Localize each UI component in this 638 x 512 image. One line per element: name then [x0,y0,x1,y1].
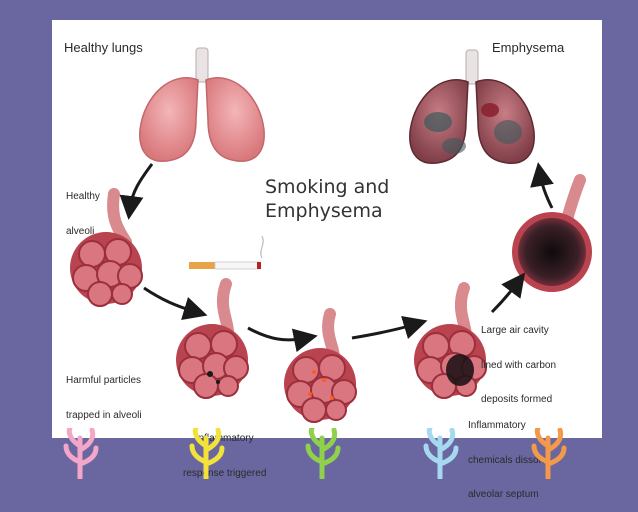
damaged-alveoli-icon [413,323,487,399]
label-air-cavity: Large air cavity lined with carbon depos… [481,302,556,417]
footer-decoration [63,428,567,479]
healthy-lungs-icon [139,47,265,162]
diagram-svg [69,47,592,423]
label-healthy-alveoli: Healthy alveoli [66,168,100,249]
emphysema-lungs-icon [409,49,535,164]
cigarette-icon [189,235,264,270]
plant-icon [423,428,459,479]
inflamed-alveoli-icon [283,347,357,423]
arrow-icon [351,315,428,340]
plant-icon [305,428,341,479]
particles-alveoli-icon [175,323,249,399]
plant-icon [63,428,99,479]
arrow-icon [143,286,208,321]
label-healthy-alveoli-line1: Healthy [66,191,100,202]
label-emphysema: Emphysema [492,40,565,55]
plant-icon [531,428,567,479]
arrow-icon [119,163,154,220]
label-healthy-alveoli-line2: alveoli [66,225,95,237]
label-harmful-line2: trapped in alveoli [66,409,142,421]
label-healthy-lungs: Healthy lungs [64,40,143,55]
label-cavity-line3: deposits formed [481,394,553,405]
label-cavity-line2: lined with carbon [481,359,557,371]
label-cavity-line1: Large air cavity [481,325,549,336]
air-cavity-icon [512,212,592,292]
arrow-icon [247,326,318,353]
label-chemicals-line2: chemicals dissolve [468,454,552,466]
label-inflammatory-line1: Inflammatory [195,433,254,444]
arrow-icon [490,272,526,314]
label-harmful-line1: Harmful particles [66,375,142,386]
label-chemicals-line3: alveolar septum [468,489,539,500]
diagram-title: Smoking and Emphysema [265,176,389,224]
title-line-1: Smoking and [265,176,390,198]
arrow-icon [530,162,554,209]
plant-icon [189,428,225,479]
label-harmful-particles: Harmful particles trapped in alveoli [66,352,142,433]
label-chemicals-line1: Inflammatory [468,420,526,431]
title-line-2: Emphysema [265,199,383,222]
